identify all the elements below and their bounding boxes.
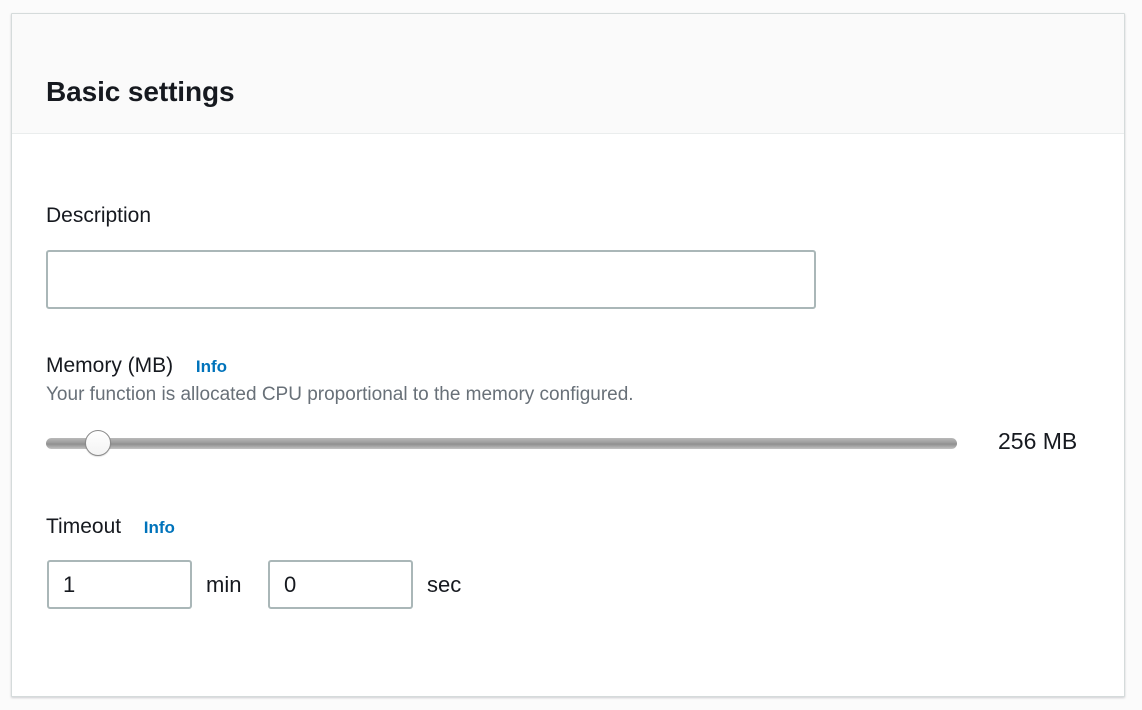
timeout-label-text: Timeout bbox=[46, 515, 122, 538]
description-input[interactable] bbox=[46, 250, 816, 309]
panel-body: Description Memory (MB) Info Your functi… bbox=[12, 135, 1124, 696]
timeout-info-link[interactable]: Info bbox=[143, 518, 175, 537]
memory-info-link[interactable]: Info bbox=[195, 357, 228, 376]
timeout-seconds-input[interactable] bbox=[268, 560, 413, 609]
timeout-minutes-input[interactable] bbox=[47, 560, 192, 609]
timeout-label-group: Timeout Info bbox=[46, 514, 175, 540]
memory-label-text: Memory (MB) bbox=[46, 354, 174, 377]
memory-value-readout: 256 MB bbox=[998, 428, 1078, 454]
page-title: Basic settings bbox=[46, 75, 235, 107]
timeout-minutes-unit-label: min bbox=[206, 572, 242, 597]
timeout-seconds-unit-label: sec bbox=[427, 572, 462, 597]
memory-slider[interactable] bbox=[46, 423, 957, 463]
memory-help-text: Your function is allocated CPU proportio… bbox=[46, 384, 634, 405]
basic-settings-panel: Basic settings Description Memory (MB) I… bbox=[11, 13, 1125, 697]
description-label: Description bbox=[46, 204, 152, 227]
panel-header: Basic settings bbox=[12, 14, 1124, 134]
memory-slider-row: 256 MB bbox=[46, 423, 1096, 463]
memory-label-group: Memory (MB) Info bbox=[46, 353, 227, 379]
